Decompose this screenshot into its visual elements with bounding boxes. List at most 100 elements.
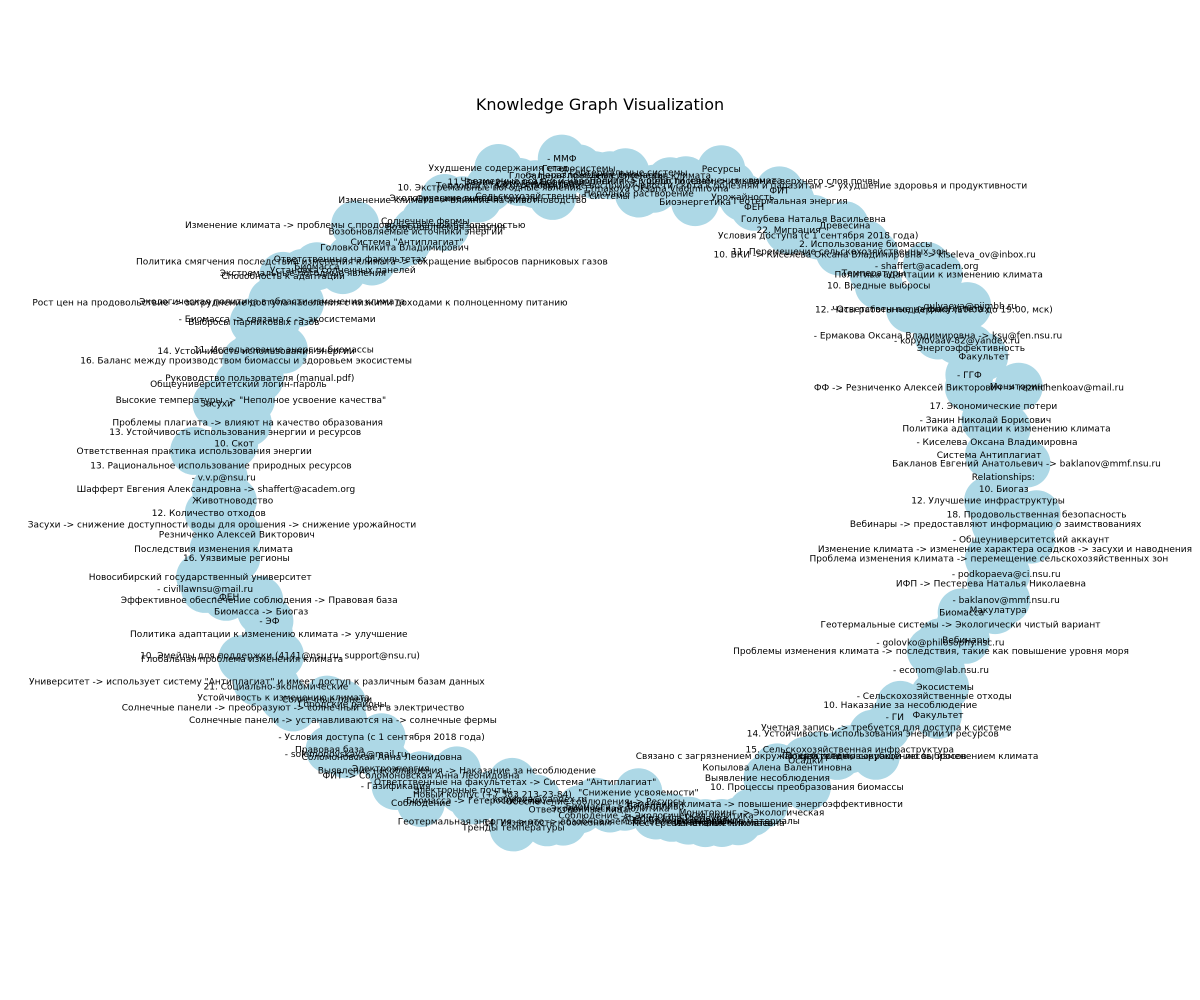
node-label: 14. Уязвимость к болезням — [483, 818, 611, 828]
node-label: 14. Устойчивость использования энергии и… — [747, 730, 999, 740]
node-label: "Снижение усвояемости" — [578, 788, 698, 798]
node-label: Засухи — [200, 400, 233, 410]
node-label: ИФП -> Пестерева Наталья Николаевна — [896, 579, 1086, 589]
node-label: - ГГФ — [957, 371, 982, 381]
node-label: - Сельскохозяйственные отходы — [857, 692, 1012, 702]
node-label: Рост цен на продовольствие -> затруднени… — [32, 299, 568, 309]
node-label: Экстремальные погодные явления — [220, 269, 386, 279]
node-label: Солнечные панели -> преобразуют -> солне… — [122, 703, 465, 713]
graph-node — [357, 713, 406, 762]
node-label: Урожайность — [711, 193, 774, 203]
node-label: Органические материалы — [677, 817, 800, 827]
node-label: ФИТ -> Соломоновская Анна Леонидовна — [323, 771, 520, 781]
node-label: - ГИ — [886, 713, 904, 723]
node-label: Глобальная проблема изменения климата — [509, 171, 711, 181]
node-label: 10. ВКИ -> Киселева Оксана Владимировна … — [713, 251, 1035, 261]
node-label: 10. Вредные выбросы — [827, 281, 930, 291]
node-label: - baklanov@mmf.nsu.ru — [953, 596, 1060, 606]
node-label: Вебинары — [942, 636, 989, 646]
node-label: Политика смягчения последствий изменения… — [136, 258, 608, 268]
node-label: Ответственные лица: — [529, 805, 632, 815]
node-label: Показатели по сокращению выбросов — [785, 752, 966, 762]
node-label: Экосистемы — [916, 683, 974, 693]
node-label: Биомасса -> Биогаз — [214, 607, 309, 617]
node-label: Новый корпус (+7 383 213-23-84) — [413, 790, 572, 800]
node-label: Ресурсы — [702, 165, 741, 175]
node-label: Ответственные на факультетах — [274, 255, 428, 265]
node-label: Правовая база — [295, 746, 364, 756]
node-label: - Ответственные на факультетах -> Систем… — [368, 778, 656, 788]
node-label: Чрезмерные осадки и наводнения -> ущерб … — [460, 177, 879, 187]
node-label: Возобновляемая энергия — [386, 223, 506, 233]
node-label: Эффективное обеспечение соблюдения -> Пр… — [121, 596, 398, 606]
node-label: Геотермальные системы -> Экологически чи… — [821, 621, 1101, 631]
node-label: Солнечные панели -> устанавливаются на -… — [189, 716, 497, 726]
node-label: Политика в области изменения климата — [589, 176, 782, 186]
node-label: Гетеросистемы — [782, 752, 855, 762]
node-label: 10. Наказание за несоблюдение — [823, 701, 977, 711]
node-label: Руководство пользователя (manual.pdf) — [165, 374, 354, 384]
node-label: Выявление несоблюдения -> Наказание за н… — [318, 766, 597, 776]
node-label: Проблема изменения климата -> перемещени… — [810, 555, 1169, 565]
node-label: Солнечные фермы — [381, 217, 470, 227]
node-label: Неполное растворение — [584, 190, 694, 200]
node-label: Последствия изменения климата — [134, 545, 293, 555]
node-label: Установка солнечных панелей — [270, 266, 416, 276]
node-label: Учетная запись -> требуется для доступа … — [761, 724, 1012, 734]
node-label: Ответственная практика использования эне… — [77, 447, 312, 457]
node-label: Биомасса -> Биотопливо — [566, 803, 685, 813]
node-label: - Биомасса -> связана с -> экосистемами — [179, 315, 376, 325]
node-label: 14. Устойчивость использования энергии — [157, 347, 355, 357]
node-label: - kopylovaav-82@yandex.ru — [894, 336, 1020, 346]
node-label: Экологическая политика в области изменен… — [139, 297, 405, 307]
node-label: - Ответственные на факультетах — [831, 305, 991, 315]
node-label: Солнечные панели — [282, 696, 372, 706]
node-label: Геотермальная энергия — [734, 197, 848, 207]
node-label: 21. Социально-экономические — [204, 683, 349, 693]
node-label: 12. Улучшение инфраструктуры — [911, 497, 1065, 507]
node-label: Резниченко Алексей Викторович — [159, 531, 315, 541]
node-label: 10. Процессы преобразования биомассы — [710, 783, 903, 793]
node-label: Общеуниверситетский логин-пароль — [150, 380, 327, 390]
node-label: Шафферт Евгения Александровна -> shaffer… — [77, 485, 356, 495]
node-label: Электронные почты: — [413, 786, 512, 796]
node-label: Биомасса — [939, 608, 984, 618]
node-label: Изменение климата -> изменение характера… — [818, 545, 1192, 555]
node-label: Изменение климата -> проблемы с продовол… — [185, 221, 526, 231]
node-label: - ФЕН — [213, 593, 239, 603]
node-label: Биомасса — [294, 262, 339, 272]
node-label: - shaffert@academ.org — [875, 262, 979, 272]
node-label: ФИТ — [769, 186, 789, 196]
node-label: Ухудшение содержания стад — [429, 164, 569, 174]
node-label: Голубева Наталья Васильевна — [741, 215, 886, 225]
node-label: ФЕН — [744, 203, 764, 213]
node-label: - Условия доступа (с 1 сентября 2018 год… — [278, 733, 484, 743]
node-label: Изменения климата -> повышение энергоэфф… — [626, 800, 903, 810]
node-label: ФФ -> Резниченко Алексей Викторович -> r… — [814, 384, 1124, 394]
node-label: Органические материалы — [416, 195, 539, 205]
node-label: Экологическая политика — [550, 805, 669, 815]
node-label: - civillawnsu@mail.ru — [157, 585, 253, 595]
node-label: Relationships: — [972, 473, 1035, 483]
node-label: Высокие температуры -> "Неполное усвоени… — [116, 396, 387, 406]
node-label: - v.v.p@nsu.ru — [192, 474, 256, 484]
node-label: 12. Часы работы поддержки (10:00 до 19:0… — [815, 305, 1053, 315]
node-label: - Abedina Irina Igorievna — [616, 814, 727, 824]
node-layer — [170, 134, 1061, 852]
node-label: Мониторинг — [990, 383, 1048, 393]
node-label: Тренды температуры — [461, 823, 564, 833]
node-label: Возобновляемые источники энергии — [328, 227, 503, 237]
node-label: 11. Перемещение сельскохозяйственных зон — [732, 248, 948, 258]
graph-node — [170, 426, 219, 475]
node-label: - Ermakova Oksana Vladimirovna — [579, 185, 729, 195]
node-label: Изменение климата -> влияние на животнов… — [338, 196, 587, 206]
node-label: - econom@lab.nsu.ru — [893, 666, 989, 676]
node-label: Новосибирский государственный университе… — [89, 573, 312, 583]
node-label: Биомасса -> Гетеросистемы — [406, 796, 541, 806]
node-label: Температуры — [841, 269, 906, 279]
node-label: Система Антиплагиат — [937, 451, 1042, 461]
node-label: Энергоэффективность — [917, 344, 1025, 354]
node-label: - solomonovskaya@mail.ru — [285, 750, 407, 760]
node-label: Политика адаптации к изменению климата — [835, 271, 1043, 281]
